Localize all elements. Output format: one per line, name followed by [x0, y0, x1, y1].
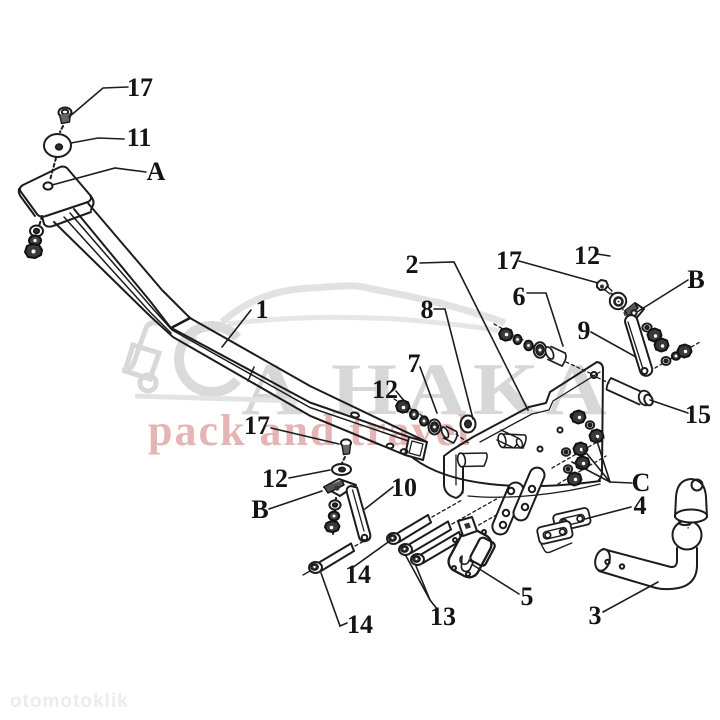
svg-text:8: 8	[421, 295, 434, 324]
svg-text:2: 2	[406, 250, 419, 279]
svg-text:5: 5	[521, 582, 534, 611]
svg-text:A: A	[147, 157, 166, 186]
svg-text:17: 17	[244, 411, 270, 440]
svg-text:4: 4	[634, 491, 647, 520]
svg-text:K: K	[473, 349, 539, 431]
svg-text:H: H	[331, 349, 397, 431]
svg-text:7: 7	[408, 349, 421, 378]
svg-text:14: 14	[345, 560, 371, 589]
svg-text:1: 1	[256, 295, 269, 324]
svg-text:6: 6	[513, 282, 526, 311]
svg-text:12: 12	[574, 241, 600, 270]
svg-text:17: 17	[127, 73, 153, 102]
svg-text:15: 15	[685, 400, 711, 429]
svg-text:13: 13	[430, 602, 456, 631]
svg-text:12: 12	[372, 375, 398, 404]
svg-text:B: B	[251, 495, 268, 524]
svg-text:3: 3	[589, 601, 602, 630]
svg-text:11: 11	[127, 123, 152, 152]
svg-text:B: B	[687, 265, 704, 294]
svg-text:otomotoklik: otomotoklik	[10, 691, 129, 712]
svg-text:12: 12	[262, 464, 288, 493]
svg-text:10: 10	[391, 473, 417, 502]
svg-text:C: C	[632, 468, 651, 497]
svg-text:17: 17	[496, 246, 522, 275]
svg-text:A: A	[241, 349, 302, 431]
svg-text:9: 9	[578, 316, 591, 345]
svg-text:14: 14	[347, 610, 373, 639]
